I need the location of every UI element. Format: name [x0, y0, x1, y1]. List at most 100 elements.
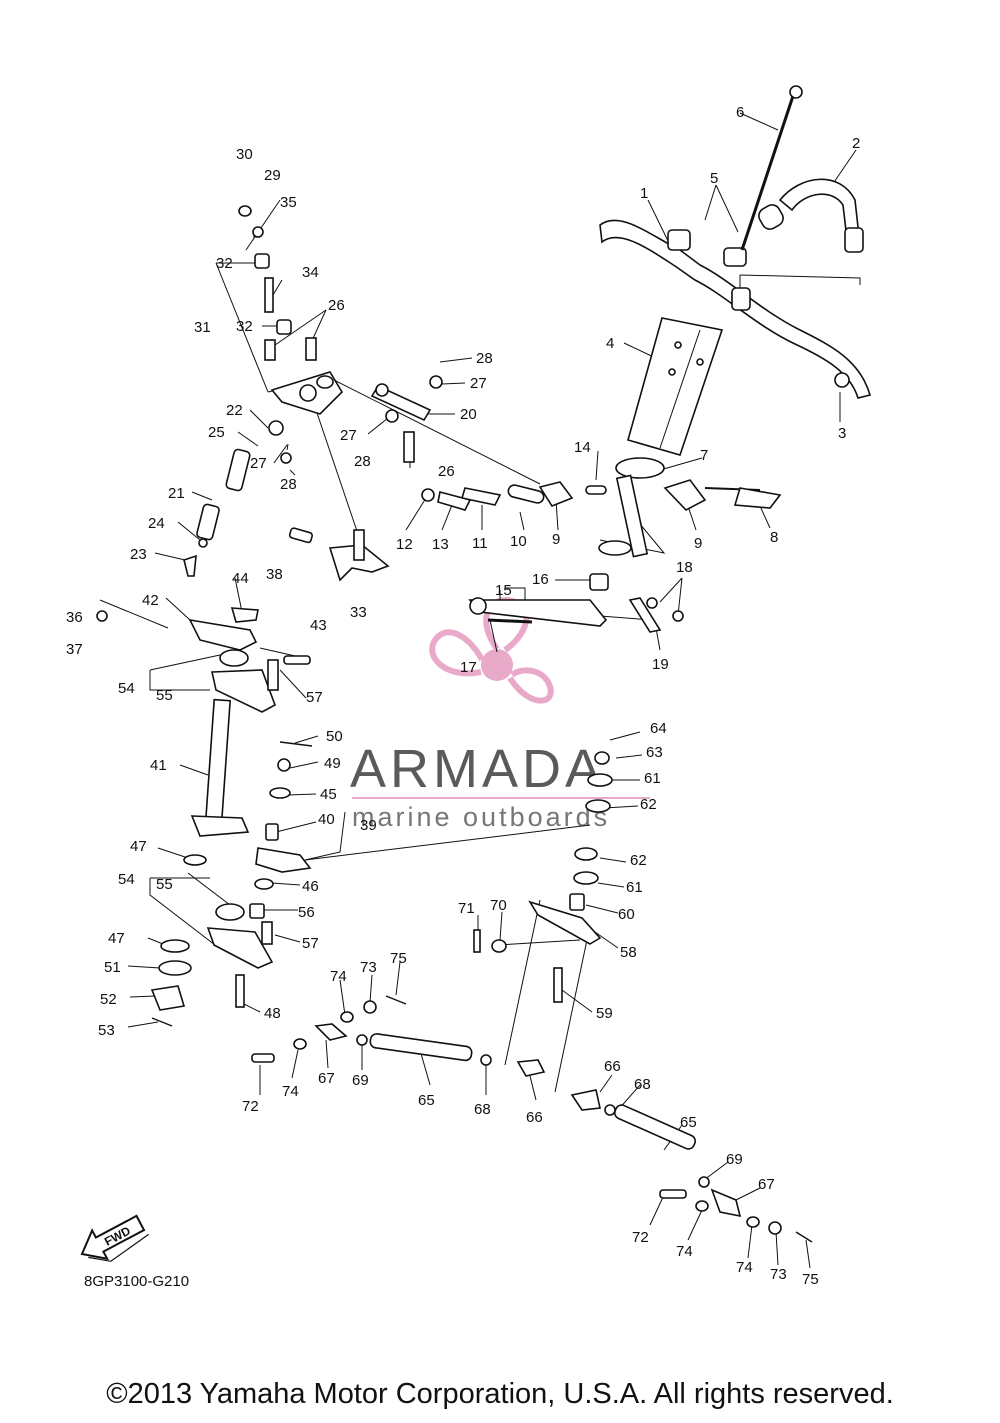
part-callout: 70 — [490, 897, 507, 914]
part-drawings — [96, 85, 871, 1243]
part-callout: 73 — [770, 1266, 787, 1283]
part-callout: 48 — [264, 1005, 281, 1022]
part-callout: 24 — [148, 515, 165, 532]
part-callout: 27 — [470, 375, 487, 392]
part-callout: 69 — [352, 1072, 369, 1089]
tie-rod-65-left — [369, 1033, 473, 1062]
part-callout: 20 — [460, 406, 477, 423]
part-callout: 18 — [676, 559, 693, 576]
part-callout: 27 — [250, 455, 267, 472]
leader-lines — [99, 112, 861, 1269]
part-callout: 62 — [630, 852, 647, 869]
part-callout: 26 — [328, 297, 345, 314]
part-callout: 44 — [232, 570, 249, 587]
part-callout: 28 — [476, 350, 493, 367]
part-callout: 50 — [326, 728, 343, 745]
diagram-code: 8GP3100-G210 — [84, 1273, 190, 1290]
part-callout: 39 — [360, 817, 377, 834]
part-callout: 36 — [66, 609, 83, 626]
part-callout: 59 — [596, 1005, 613, 1022]
part-callout: 41 — [150, 757, 167, 774]
part-callout: 47 — [130, 838, 147, 855]
part-callout: 17 — [460, 659, 477, 676]
part-callout: 49 — [324, 755, 341, 772]
part-callout: 37 — [66, 641, 83, 658]
part-callout: 29 — [264, 167, 281, 184]
callout-labels: 1 2 3 4 5 6 7 8 9 9 10 11 12 13 14 15 16… — [66, 104, 860, 1288]
part-callout: 55 — [156, 876, 173, 893]
part-callout: 75 — [390, 950, 407, 967]
part-callout: 52 — [100, 991, 117, 1008]
fwd-arrow-icon: FWD — [80, 1214, 149, 1262]
part-callout: 54 — [118, 680, 135, 697]
steering-arm-58 — [528, 900, 602, 945]
part-callout: 7 — [700, 447, 708, 464]
part-callout: 3 — [838, 425, 846, 442]
part-callout: 56 — [298, 904, 315, 921]
part-callout: 6 — [736, 104, 744, 121]
part-callout: 28 — [280, 476, 297, 493]
steering-column-41 — [204, 698, 232, 822]
watermark-brand: ARMADA — [350, 739, 605, 799]
part-callout: 32 — [236, 318, 253, 335]
part-callout: 61 — [626, 879, 643, 896]
part-callout: 11 — [472, 535, 488, 552]
pitman-arm-42 — [188, 618, 258, 651]
part-callout: 45 — [320, 786, 337, 803]
part-callout: 1 — [640, 185, 648, 202]
part-callout: 9 — [694, 535, 702, 552]
part-callout: 65 — [680, 1114, 697, 1131]
part-callout: 58 — [620, 944, 637, 961]
part-callout: 66 — [604, 1058, 621, 1075]
part-callout: 4 — [606, 335, 614, 352]
part-callout: 12 — [396, 536, 413, 553]
part-callout: 67 — [318, 1070, 335, 1087]
part-callout: 68 — [474, 1101, 491, 1118]
part-callout: 57 — [302, 935, 319, 952]
part-callout: 43 — [310, 617, 327, 634]
part-callout: 34 — [302, 264, 319, 281]
part-callout: 62 — [640, 796, 657, 813]
part-callout: 32 — [216, 255, 233, 272]
part-callout: 55 — [156, 687, 173, 704]
part-callout: 54 — [118, 871, 135, 888]
part-callout: 28 — [354, 453, 371, 470]
part-callout: 42 — [142, 592, 159, 609]
part-callout: 26 — [438, 463, 455, 480]
part-callout: 69 — [726, 1151, 743, 1168]
part-callout: 16 — [532, 571, 549, 588]
part-callout: 23 — [130, 546, 147, 563]
part-callout: 33 — [350, 604, 367, 621]
part-callout: 38 — [266, 566, 283, 583]
part-callout: 63 — [646, 744, 663, 761]
part-callout: 10 — [510, 533, 527, 550]
part-callout: 15 — [495, 582, 512, 599]
part-callout: 51 — [104, 959, 121, 976]
part-callout: 60 — [618, 906, 635, 923]
part-callout: 27 — [340, 427, 357, 444]
part-callout: 72 — [632, 1229, 649, 1246]
part-callout: 66 — [526, 1109, 543, 1126]
part-callout: 35 — [280, 194, 297, 211]
part-callout: 40 — [318, 811, 335, 828]
part-callout: 74 — [736, 1259, 753, 1276]
part-callout: 30 — [236, 146, 253, 163]
handlebar-1 — [599, 219, 871, 399]
part-callout: 21 — [168, 485, 185, 502]
part-callout: 14 — [574, 439, 591, 456]
part-callout: 22 — [226, 402, 243, 419]
part-callout: 67 — [758, 1176, 775, 1193]
part-callout: 5 — [710, 170, 718, 187]
part-callout: 31 — [194, 319, 211, 336]
part-callout: 57 — [306, 689, 323, 706]
part-callout: 75 — [802, 1271, 819, 1288]
part-callout: 71 — [458, 900, 475, 917]
part-callout: 64 — [650, 720, 667, 737]
part-callout: 74 — [676, 1243, 693, 1260]
part-callout: 19 — [652, 656, 669, 673]
part-callout: 74 — [330, 968, 347, 985]
part-callout: 65 — [418, 1092, 435, 1109]
armada-watermark: ARMADA marine outboards — [350, 597, 650, 832]
watermark-tagline: marine outboards — [352, 802, 610, 832]
